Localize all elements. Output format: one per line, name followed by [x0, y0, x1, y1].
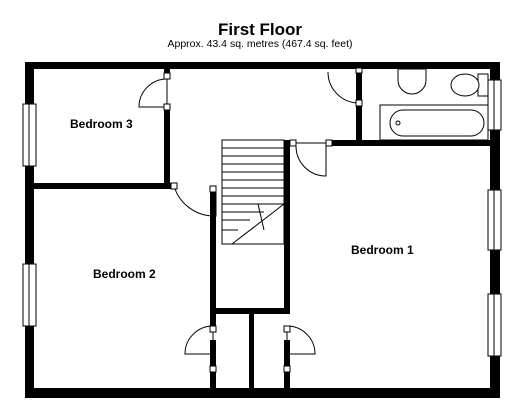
wall-stair-right — [284, 140, 290, 314]
plan-title: First Floor — [217, 20, 303, 39]
plan-area: Approx. 43.4 sq. metres (467.4 sq. feet) — [167, 38, 353, 50]
door-cupboard-left — [184, 325, 217, 373]
door-cupboard-right — [283, 325, 316, 373]
window-bedroom-1-lower — [487, 293, 502, 357]
room-label-bedroom-1: Bedroom 1 — [351, 243, 414, 257]
door-bedroom-1 — [289, 139, 333, 177]
wall-bed3-right — [164, 104, 170, 186]
windows — [22, 79, 502, 357]
window-bedroom-2 — [22, 263, 37, 327]
wall-bathroom-bottom — [326, 140, 490, 146]
doors — [138, 67, 363, 373]
room-label-bedroom-2: Bedroom 2 — [93, 267, 156, 281]
wall-left — [25, 62, 34, 398]
toilet — [450, 73, 489, 97]
wall-top-right — [360, 62, 500, 69]
room-label-bedroom-3: Bedroom 3 — [70, 117, 133, 131]
door-bathroom — [327, 67, 363, 107]
wall-bathroom-left — [356, 69, 362, 146]
window-bathroom — [487, 79, 502, 131]
bathroom-fittings — [379, 68, 489, 141]
wall-bed2-right — [210, 186, 216, 326]
window-bedroom-3 — [22, 103, 37, 167]
wall-top-middle — [165, 62, 360, 69]
staircase — [221, 139, 285, 245]
washbasin — [397, 68, 427, 95]
wall-bottom — [25, 388, 500, 398]
wall-cupboards-top — [216, 308, 290, 314]
window-bedroom-1-upper — [487, 189, 502, 251]
wall-top-left — [25, 62, 165, 69]
wall-cupboards-divider — [249, 314, 254, 390]
door-bedroom-2 — [170, 182, 217, 217]
bathtub — [379, 104, 489, 141]
door-bedroom-3 — [138, 72, 171, 111]
wall-bed3-bed2 — [34, 183, 174, 189]
